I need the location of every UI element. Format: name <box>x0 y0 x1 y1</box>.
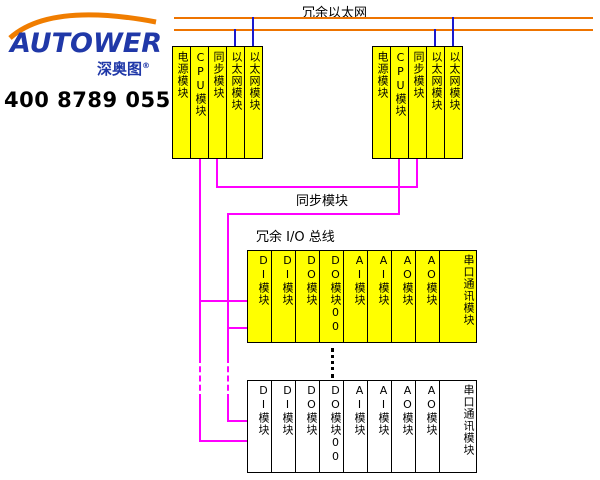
module-serial-comm: 串口通讯模块 <box>439 380 477 473</box>
module-serial-comm: 串口通讯模块 <box>439 250 477 343</box>
io-bus-b-line <box>227 213 400 215</box>
ethernet-line-1 <box>174 17 593 19</box>
module-ai: AI模块 <box>343 380 368 473</box>
sync-drop-rack2 <box>416 159 418 186</box>
module-ai: AI模块 <box>367 250 392 343</box>
module-di: DI模块 <box>271 380 296 473</box>
logo-swoosh-icon <box>8 12 157 40</box>
io-bus-b-continuation <box>227 357 229 400</box>
module-ao: AO模块 <box>415 380 440 473</box>
module-ethernet-2: 以太网模块 <box>244 46 263 159</box>
module-cpu: CPU模块 <box>390 46 409 159</box>
module-do: DO模块 <box>295 380 320 473</box>
module-sync: 同步模块 <box>208 46 227 159</box>
io-bus-a-branch-row2 <box>199 440 248 442</box>
ethernet-drop-rack2-b <box>452 17 454 46</box>
module-cpu: CPU模块 <box>190 46 209 159</box>
module-power: 电源模块 <box>172 46 191 159</box>
trademark-icon: ® <box>142 61 150 70</box>
sync-drop-rack1 <box>216 159 218 186</box>
module-di: DI模块 <box>271 250 296 343</box>
module-do: DO模块00 <box>319 380 344 473</box>
ethernet-drop-rack1-a <box>234 29 236 46</box>
module-ethernet-2: 以太网模块 <box>444 46 463 159</box>
io-bus-b-lower <box>227 400 229 422</box>
brand-name: AUTOWER <box>10 28 162 59</box>
module-di: DI模块 <box>247 250 272 343</box>
io-bus-b-drop <box>398 159 400 215</box>
module-ai: AI模块 <box>343 250 368 343</box>
brand-name-cn: 深奥图 <box>96 60 142 78</box>
controller-rack-1: 电源模块 CPU模块 同步模块 以太网模块 以太网模块 <box>172 46 263 159</box>
module-ao: AO模块 <box>415 250 440 343</box>
io-bus-b-branch-row2 <box>227 420 248 422</box>
ethernet-line-2 <box>174 29 593 31</box>
ethernet-drop-rack1-b <box>252 17 254 46</box>
more-modules-ellipsis <box>331 348 334 378</box>
io-bus-b-upper <box>227 213 229 357</box>
brand-name-cn-row: 深奥图® <box>97 58 150 79</box>
io-bus-a-lower <box>199 400 201 442</box>
io-bus-b-branch-row1 <box>227 327 248 329</box>
module-ethernet-1: 以太网模块 <box>226 46 245 159</box>
sync-link-label: 同步模块 <box>296 194 349 209</box>
sync-link-line <box>216 186 418 188</box>
module-sync: 同步模块 <box>408 46 427 159</box>
module-di: DI模块 <box>247 380 272 473</box>
io-bus-a-continuation <box>199 357 201 400</box>
module-ao: AO模块 <box>391 380 416 473</box>
module-ao: AO模块 <box>391 250 416 343</box>
io-bus-a-upper <box>199 159 201 357</box>
io-bus-label: 冗余 I/O 总线 <box>256 230 335 245</box>
ethernet-drop-rack2-a <box>434 29 436 46</box>
module-do: DO模块 <box>295 250 320 343</box>
module-do: DO模块00 <box>319 250 344 343</box>
io-rack-row-2: DI模块 DI模块 DO模块 DO模块00 AI模块 AI模块 AO模块 AO模… <box>247 380 477 473</box>
module-ai: AI模块 <box>367 380 392 473</box>
phone-number: 400 8789 055 <box>4 88 171 112</box>
io-rack-row-1: DI模块 DI模块 DO模块 DO模块00 AI模块 AI模块 AO模块 AO模… <box>247 250 477 343</box>
controller-rack-2: 电源模块 CPU模块 同步模块 以太网模块 以太网模块 <box>372 46 463 159</box>
autower-logo: AUTOWER 深奥图® <box>6 12 170 84</box>
module-ethernet-1: 以太网模块 <box>426 46 445 159</box>
module-power: 电源模块 <box>372 46 391 159</box>
io-bus-a-branch-row1 <box>199 300 248 302</box>
